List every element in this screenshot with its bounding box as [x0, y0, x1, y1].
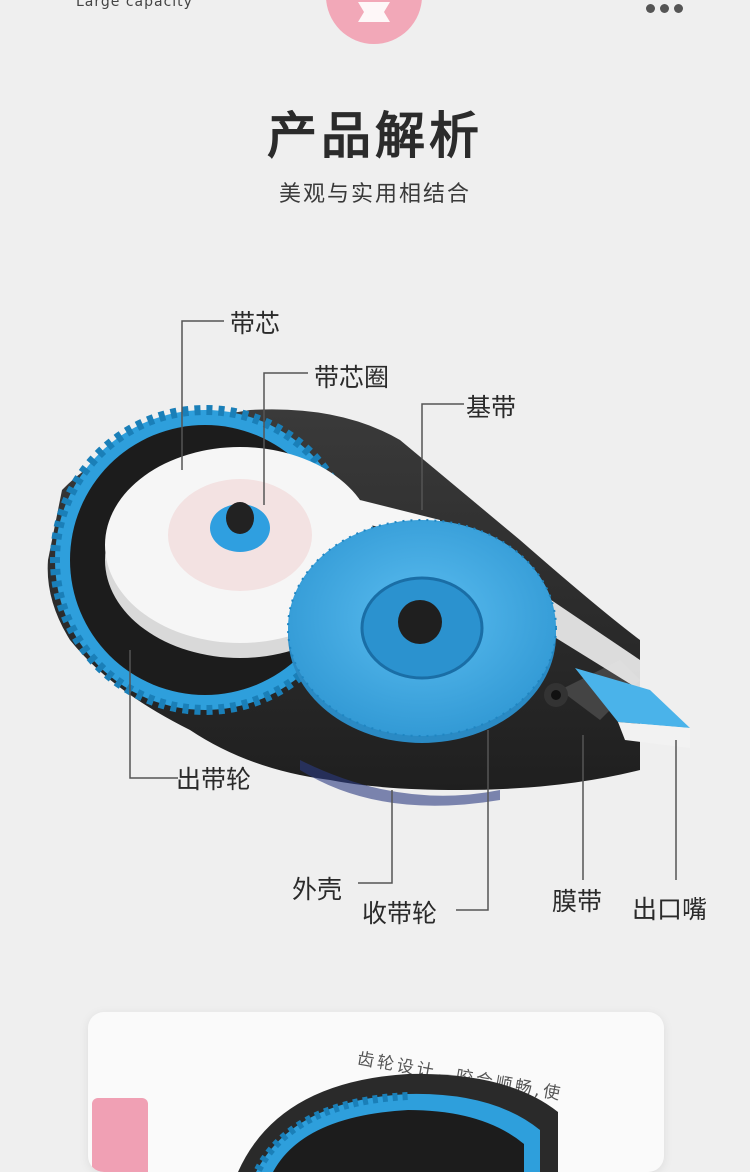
- gear-feature-card: 齿轮设计，咬合顺畅,使: [88, 1012, 664, 1172]
- label-base-tape: 基带: [466, 393, 517, 422]
- page-title: 产品解析: [267, 107, 483, 165]
- top-caption: Large capacity: [76, 0, 193, 10]
- label-takeup-wheel: 收带轮: [362, 899, 438, 928]
- takeup-wheel: [287, 519, 557, 743]
- product-diagram: 带芯 带芯圈 基带 出带轮 外壳 收带轮 膜带 出口嘴: [0, 290, 750, 970]
- top-bar: Large capacity: [0, 0, 750, 44]
- label-film-tape: 膜带: [552, 887, 603, 916]
- label-supply-wheel: 出带轮: [176, 765, 252, 794]
- pink-badge: [326, 0, 422, 44]
- gear-closeup-illustration: [238, 1073, 558, 1172]
- ribbon-icon: [358, 2, 390, 22]
- label-core: 带芯: [230, 309, 281, 338]
- leader-lines: [129, 320, 677, 911]
- more-menu-icon[interactable]: [646, 4, 683, 13]
- correction-tape-illustration: [47, 320, 690, 911]
- label-shell: 外壳: [292, 875, 343, 904]
- label-nozzle: 出口嘴: [632, 895, 708, 924]
- page-subtitle: 美观与实用相结合: [278, 182, 471, 207]
- label-core-ring: 带芯圈: [314, 363, 390, 392]
- nozzle: [544, 668, 690, 748]
